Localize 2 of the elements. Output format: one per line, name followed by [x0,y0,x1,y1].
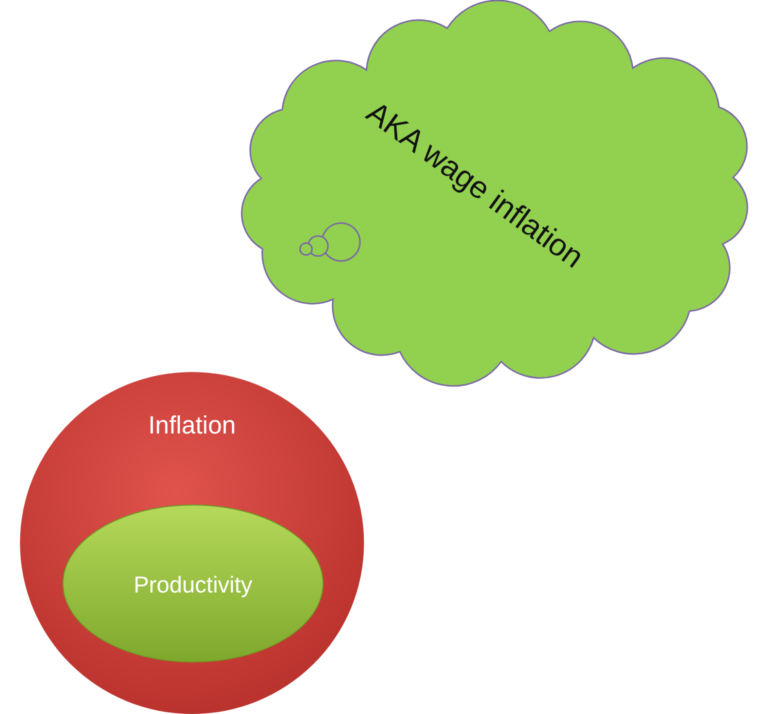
node-label: Productivity [134,572,252,598]
node-label: Inflation [148,412,236,440]
